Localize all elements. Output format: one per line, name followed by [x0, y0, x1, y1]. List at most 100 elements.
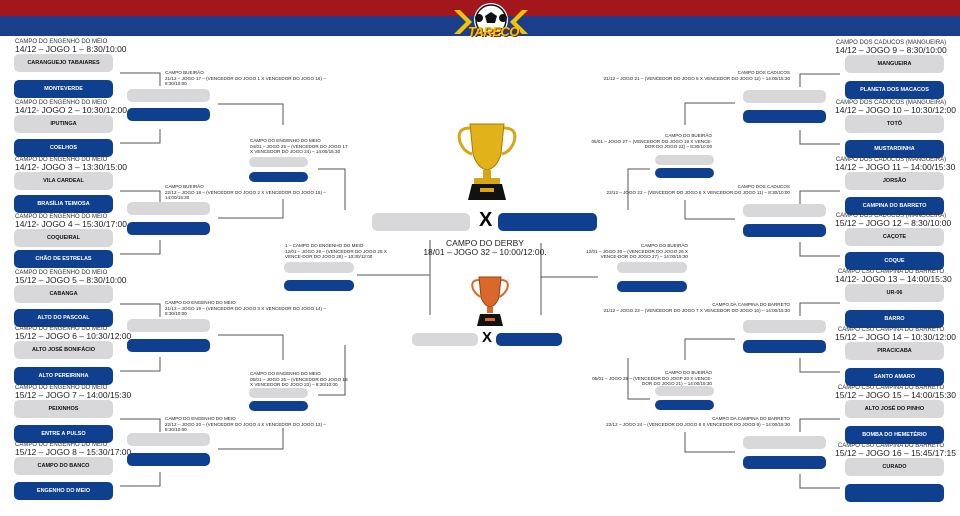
winner-slot-2 [743, 224, 826, 237]
bracket-connector-line [799, 302, 840, 316]
bracket-connector-line [120, 72, 161, 86]
final-vs-label: X [479, 209, 493, 231]
bracket-connector-line [799, 190, 840, 204]
match-venue: CAMPO CSU CAMPINA DO BARRETO [837, 327, 945, 333]
match-details: 22/12 – JOGO 18 – (VENCEDOR DO JOGO 2 X … [165, 189, 326, 201]
match-details: 22/12 – JOGO 20 – (VENCEDOR DO JOGO 4 X … [165, 421, 326, 433]
team-away: ENGENHO DO MEIO [14, 482, 113, 500]
team-home: JORSÃO [845, 172, 944, 190]
winner-slot-2 [249, 401, 308, 411]
team-home: UR-06 [845, 284, 944, 302]
match-venue: CAMPO BUEIRÃO [165, 70, 204, 75]
team-away: ALTO PEREIRINHA [14, 367, 113, 385]
match-venue: CAMPO DO ENGENHO DO MEIO [15, 270, 108, 276]
match-details: 22/12 – JOGO 24 – (VENCEDOR DO JOGO 8 X … [606, 421, 790, 427]
match-details: 05/01 – JOGO 26 – (VENCEDOR DO JOGO 18 X… [250, 376, 348, 388]
match-venue: CAMPO DO ENGENHO DO MEIO [250, 138, 321, 143]
bracket-connector-line [684, 432, 735, 453]
match-venue: CAMPO DO ENGENHO DO MEIO [15, 385, 108, 391]
winner-slot-1 [743, 320, 826, 333]
winner-slot-2 [127, 108, 210, 121]
team-away: BARRO [845, 310, 944, 328]
winner-slot-1 [127, 89, 210, 102]
team-away: BRASÍLIA TEIMOSA [14, 195, 113, 213]
gold-trophy-icon [457, 123, 517, 200]
team-home: VILA CARDEAL [14, 172, 113, 190]
match-details: 12/01 – JOGO 29 – (VENCEDOR DO JOGO 25 X… [285, 248, 387, 260]
bracket-connector-line [684, 102, 735, 125]
winner-slot-1 [127, 433, 210, 446]
match-schedule: 15/12 – JOGO 16 – 15:45/17:15 [835, 448, 956, 458]
match-venue: CAMPO DO ENGENHO DO MEIO [15, 157, 108, 163]
winner-slot-1 [284, 262, 354, 273]
winner-slot-1 [249, 157, 308, 167]
bracket-connector-line [799, 358, 840, 373]
logo-text: TARECO [468, 24, 519, 39]
match-venue: CAMPO DO ENGENHO DO MEIO [15, 214, 108, 220]
match-details: 22/12 – JOGO 22 – (VENCEDOR DO JOGO 6 X … [606, 189, 790, 195]
match-schedule: 15/12 – JOGO 8 – 15:30/17:00 [15, 447, 132, 457]
winner-slot-1 [743, 204, 826, 217]
team-away: PLANETA DOS MACACOS [845, 81, 944, 99]
bracket-connector-line [684, 200, 735, 220]
match-schedule: 15/12 – JOGO 14 – 10:30/12:00 [835, 332, 956, 342]
match-venue: CAMPO DO ENGENHO DO MEIO [15, 39, 108, 45]
match-venue: CAMPO DOS CADUCOS [737, 70, 790, 75]
winner-slot-2 [127, 222, 210, 235]
bracket-connector-line [218, 334, 284, 360]
bracket-connector-line [120, 240, 161, 255]
winner-slot-1 [743, 90, 826, 103]
match-details: 05/01 – JOGO 28 – (VENCEDOR DO JOGP 20 X… [592, 375, 712, 387]
match-venue: CAMPO DOS CADUCOS (MANGUEIRA) [835, 213, 947, 219]
match-venue: CAMPO DO BUEIRÃO [641, 243, 688, 248]
match-venue: 1 – CAMPO DO ENGENHO DO MEIO [285, 243, 364, 248]
match-details: 21/12 – JOGO 21 – (VENCEDOR DO JOGO 5 X … [603, 75, 790, 81]
team-away: BOMBA DO HEMETÉRIO [845, 426, 944, 444]
bracket-connector-line [120, 357, 161, 372]
bracket-connector-line [218, 103, 284, 125]
match-schedule: 15/12 – JOGO 5 – 8:30/10:00 [15, 275, 127, 285]
match-schedule: 14/12- JOGO 2 – 10:30/12:00 [15, 105, 127, 115]
match-details: 21/12 – JOGO 23 – (VENCEDOR DO JOGO 7 X … [603, 307, 790, 313]
bracket-connector-line [120, 418, 161, 432]
match-venue: CAMPO CSU CAMPINA DO BARRETO [837, 269, 945, 275]
team-away: MONTEVERDE [14, 80, 113, 98]
match-venue: CAMPO DOS CADUCOS [737, 184, 790, 189]
third-place-slot-2 [496, 333, 562, 346]
bronze-trophy-icon [471, 276, 509, 326]
team-away: CHÃO DE ESTRELAS [14, 250, 113, 268]
team-home: ALTO JOSÉ DO PINHO [845, 400, 944, 418]
match-schedule: 15/12 – JOGO 15 – 14:00/15:30 [835, 390, 956, 400]
bracket-connector-line [318, 168, 346, 210]
match-venue: CAMPO CSU CAMPINA DO BARRETO [837, 385, 945, 391]
match-schedule: 14/12- JOGO 4 – 15:30/17:00 [15, 219, 127, 229]
match-venue: CAMPO CSU CAMPINA DO BARRETO [837, 443, 945, 449]
third-place-vs-label: X [482, 329, 493, 346]
team-home: CURADO [845, 458, 944, 476]
bracket-connector-line [799, 73, 840, 87]
team-home: PIRACICABA [845, 342, 944, 360]
team-away: COQUE [845, 252, 944, 270]
winner-slot-2 [743, 340, 826, 353]
match-details: 21/12 – JOGO 17 – (VENCEDOR DO JOGO 1 X … [165, 75, 326, 87]
winner-slot-2 [249, 172, 308, 182]
match-schedule: 14/12 – JOGO 1 – 8:30/10:00 [15, 44, 127, 54]
match-venue: CAMPO DO ENGENHO DO MEIO [165, 416, 236, 421]
bracket-connector-line [120, 190, 161, 204]
team-home: CAÇOTE [845, 228, 944, 246]
winner-slot-2 [655, 400, 714, 410]
team-away: ENTRE A PULSO [14, 425, 113, 443]
winner-slot-2 [743, 110, 826, 123]
bracket-connector-line [318, 345, 346, 396]
match-details: 21/12 – JOGO 19 – (VENCEDOR DO JOGO 3 X … [165, 305, 326, 317]
match-schedule: 14/12- JOGO 13 – 14:00/15:30 [835, 274, 952, 284]
third-place-slot-1 [412, 333, 478, 346]
bracket-connector-line [120, 472, 161, 487]
match-venue: CAMPO DOS CADUCOS (MANGUEIRA) [835, 100, 947, 106]
match-details: 04/01 – JOGO 25 – (VENCEDOR DO JOGO 17 X… [250, 143, 348, 155]
match-venue: CAMPO DO ENGENHO DO MEIO [165, 300, 236, 305]
bracket-connector-line [627, 168, 650, 210]
winner-slot-2 [617, 281, 687, 292]
bracket-connector-line [799, 418, 840, 432]
